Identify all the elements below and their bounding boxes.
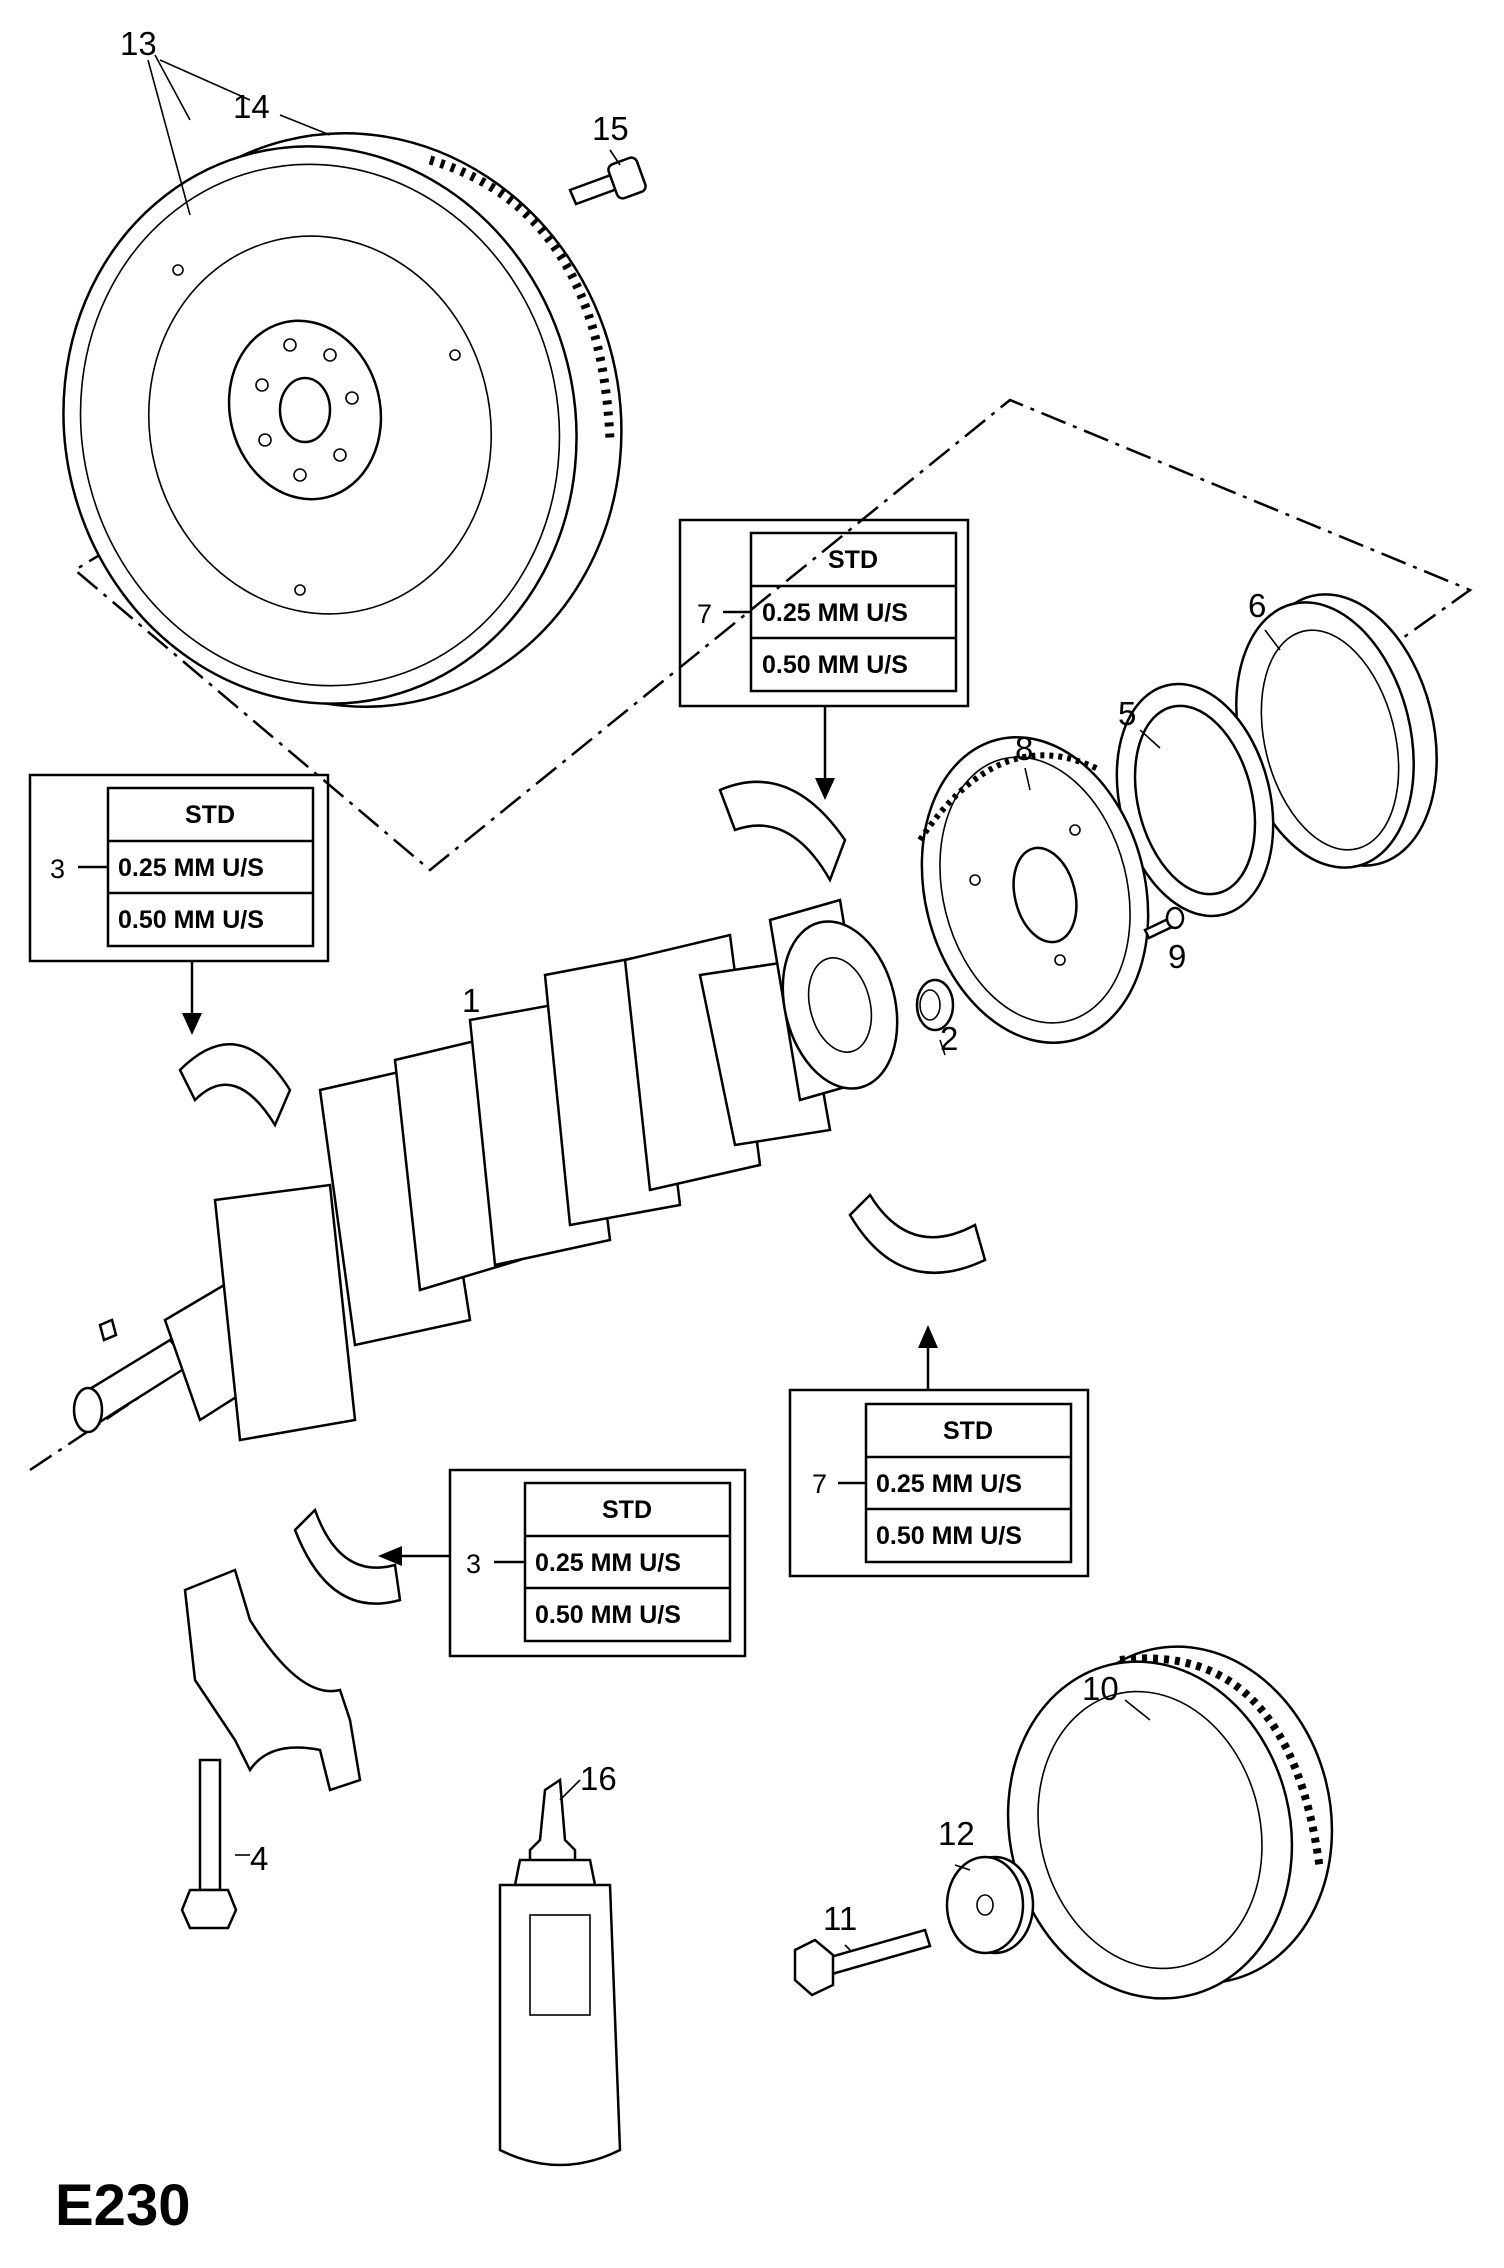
callout-10: 10	[1082, 1670, 1119, 1707]
callout-4: 4	[250, 1840, 268, 1877]
svg-text:0.25 MM U/S: 0.25 MM U/S	[118, 854, 264, 882]
sealant-bottle	[498, 1777, 622, 2167]
callout-13: 13	[120, 25, 157, 62]
svg-text:0.50 MM U/S: 0.50 MM U/S	[118, 906, 264, 934]
flywheel-bolt-holes	[172, 264, 461, 596]
svg-text:STD: STD	[185, 801, 235, 829]
table-4-callout-3: 3	[466, 1549, 481, 1579]
pulley-washer	[945, 1855, 1035, 1955]
callout-15: 15	[592, 110, 629, 147]
callout-6: 6	[1248, 587, 1266, 624]
callout-11: 11	[823, 1900, 857, 1937]
flywheel-bolt	[568, 156, 647, 206]
svg-text:0.25 MM U/S: 0.25 MM U/S	[535, 1549, 681, 1577]
bearing-size-table-4: STD 0.25 MM U/S 0.50 MM U/S 3	[378, 1468, 747, 1658]
reluctor-ring	[917, 736, 1150, 1044]
pilot-bushing	[915, 978, 955, 1032]
svg-text:0.50 MM U/S: 0.50 MM U/S	[535, 1601, 681, 1629]
flywheel	[62, 132, 623, 708]
callout-14: 14	[233, 88, 270, 125]
callout-2: 2	[940, 1020, 958, 1057]
callout-1: 1	[462, 982, 480, 1019]
bearing-size-table-2: STD 0.25 MM U/S 0.50 MM U/S 3	[28, 773, 330, 1035]
callout-numbers: 13 14 15 6 5 8 9 2 1 10 12 11 16 4	[120, 25, 1266, 1937]
bearing-shell-lower-left	[293, 1507, 402, 1605]
callout-9: 9	[1168, 938, 1186, 975]
crankshaft	[72, 898, 899, 1442]
reluctor-screw	[1143, 906, 1185, 940]
svg-text:STD: STD	[943, 1417, 993, 1445]
diagram-code: E230	[55, 2173, 190, 2238]
bearing-shell-upper-left	[178, 1043, 292, 1128]
table-2-callout-3: 3	[50, 854, 65, 884]
bearing-shell-upper-right	[718, 780, 847, 883]
ring-gear-teeth	[428, 155, 615, 441]
callout-8: 8	[1015, 730, 1033, 767]
table-3-callout-7: 7	[812, 1469, 827, 1499]
bearing-shell-lower-right	[848, 1192, 987, 1274]
svg-text:0.25 MM U/S: 0.25 MM U/S	[762, 599, 908, 627]
leader-lines	[147, 54, 1281, 1951]
callout-16: 16	[580, 1760, 617, 1797]
rear-oil-seal	[1235, 593, 1438, 869]
callout-5: 5	[1118, 695, 1136, 732]
pulley-bolt	[793, 1928, 932, 1997]
bearing-size-table-3: STD 0.25 MM U/S 0.50 MM U/S 7	[788, 1325, 1090, 1578]
svg-text:0.50 MM U/S: 0.50 MM U/S	[762, 651, 908, 679]
bearing-size-table-1: STD 0.25 MM U/S 0.50 MM U/S 7	[678, 518, 970, 800]
thrust-ring	[1115, 682, 1275, 918]
svg-text:STD: STD	[602, 1496, 652, 1524]
crankshaft-pulley	[1006, 1645, 1334, 2000]
bearing-cap-bolt	[180, 1758, 238, 1930]
svg-text:STD: STD	[828, 546, 878, 574]
svg-text:0.50 MM U/S: 0.50 MM U/S	[876, 1522, 1022, 1550]
svg-text:0.25 MM U/S: 0.25 MM U/S	[876, 1470, 1022, 1498]
main-bearing-cap	[183, 1568, 362, 1792]
table-1-callout-7: 7	[697, 599, 712, 629]
callout-12: 12	[938, 1815, 975, 1852]
